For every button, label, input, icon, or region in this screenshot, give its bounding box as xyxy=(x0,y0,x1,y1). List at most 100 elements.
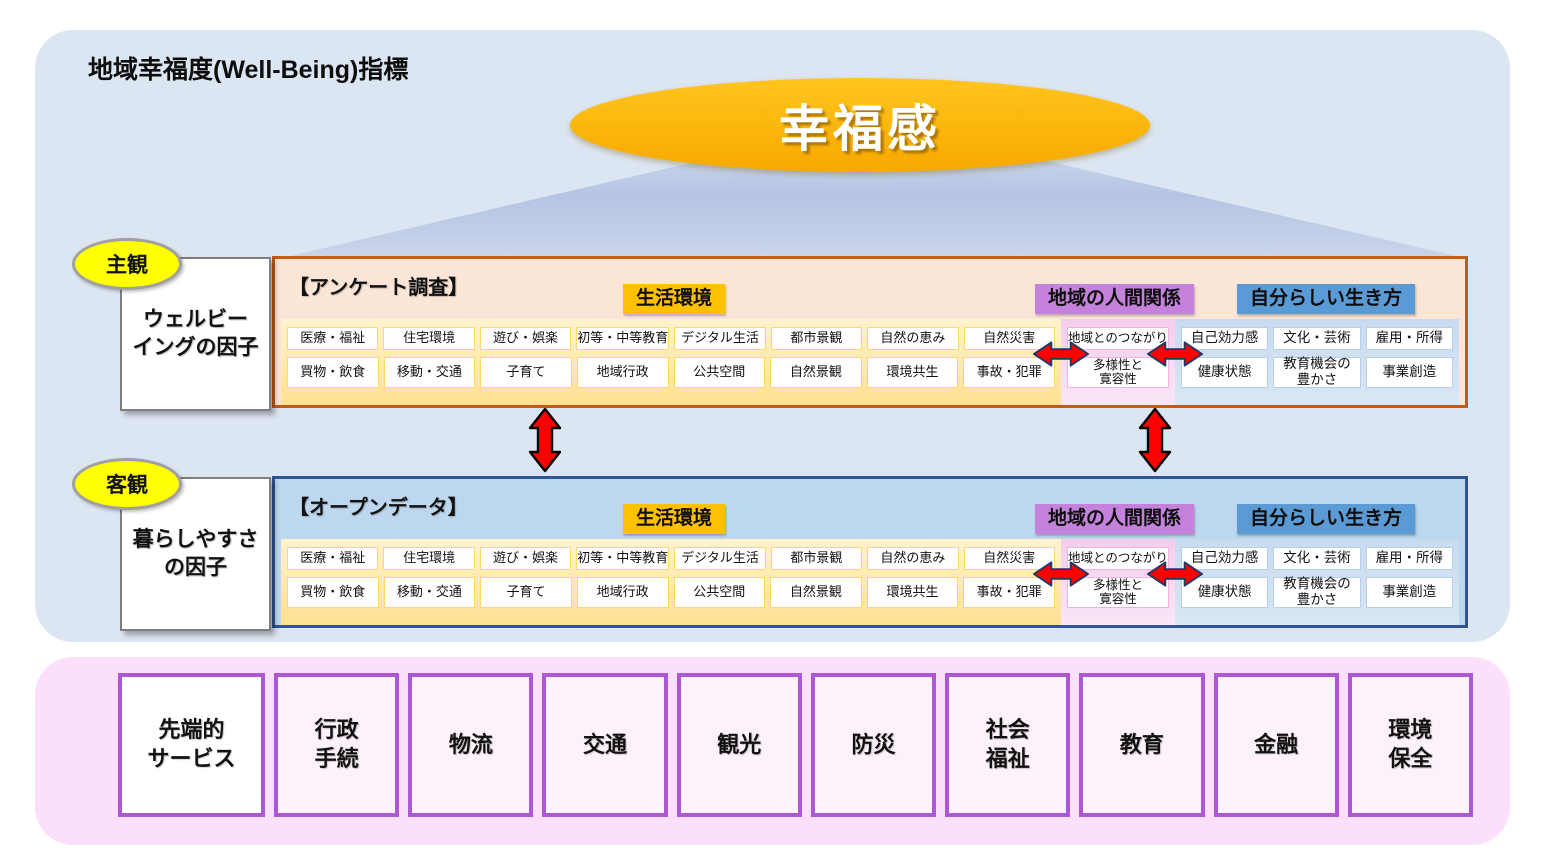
factor-chip-label: 買物・飲食 xyxy=(300,364,366,380)
factor-chip: 自己効力感 xyxy=(1181,327,1269,350)
service-box: 交通 xyxy=(542,673,668,817)
factor-chip-label: 自己効力感 xyxy=(1190,550,1259,566)
opendata-box: 【オープンデータ】 生活環境 地域の人間関係 自分らしい生き方 医療・福祉住宅環… xyxy=(272,476,1468,628)
opendata-factor-zones: 医療・福祉住宅環境遊び・娯楽初等・中等教育デジタル生活都市景観自然の恵み自然災害… xyxy=(281,539,1459,625)
factor-chip: 初等・中等教育 xyxy=(576,547,670,570)
life-zone: 医療・福祉住宅環境遊び・娯楽初等・中等教育デジタル生活都市景観自然の恵み自然災害… xyxy=(281,319,1061,405)
factor-chip: 事故・犯罪 xyxy=(963,357,1055,388)
chip-row: 多様性と寛容性 xyxy=(1067,357,1169,388)
factor-chip-label: 自然災害 xyxy=(983,550,1036,566)
factor-chip-label: 寛容性 xyxy=(1099,592,1137,606)
factor-chip: 地域とのつながり xyxy=(1067,327,1169,350)
services-panel: 先端的サービス行政手続物流交通観光防災社会福祉教育金融環境保全 xyxy=(35,657,1510,845)
factor-chip-label: 雇用・所得 xyxy=(1375,550,1444,566)
service-box: 教育 xyxy=(1079,673,1205,817)
factor-chip: 公共空間 xyxy=(673,577,766,608)
chip-row: 健康状態教育機会の豊かさ事業創造 xyxy=(1181,577,1453,608)
factor-chip-label: 医療・福祉 xyxy=(300,330,366,346)
survey-factor-zones: 医療・福祉住宅環境遊び・娯楽初等・中等教育デジタル生活都市景観自然の恵み自然災害… xyxy=(281,319,1459,405)
service-box: 先端的サービス xyxy=(118,673,265,817)
service-box-label: 物流 xyxy=(448,731,493,757)
factor-chip: 事故・犯罪 xyxy=(963,577,1055,608)
factor-chip: 自然景観 xyxy=(770,357,862,388)
service-box-label: 環境 xyxy=(1388,717,1433,743)
factor-label-line: の因子 xyxy=(164,554,227,582)
factor-chip: デジタル生活 xyxy=(674,547,766,570)
wellbeing-panel: 地域幸福度(Well-Being)指標 幸福感 主観 ウェルビーイングの因子 【… xyxy=(35,30,1510,642)
selfstyle-zone: 自己効力感 文化・芸術雇用・所得 健康状態 教育機会の豊かさ 事業創造 xyxy=(1175,319,1459,405)
factor-chip-label: 子育て xyxy=(506,584,546,600)
factor-chip: 遊び・娯楽 xyxy=(479,547,572,570)
services-row: 先端的サービス行政手続物流交通観光防災社会福祉教育金融環境保全 xyxy=(118,673,1473,817)
factor-chip: 事業創造 xyxy=(1365,577,1453,608)
service-box-label: 行政 xyxy=(314,717,359,743)
header-life-environment: 生活環境 xyxy=(623,504,726,534)
chip-row: 自己効力感 文化・芸術雇用・所得 xyxy=(1181,327,1453,350)
factor-chip-label: 文化・芸術 xyxy=(1283,330,1351,346)
opendata-box-label: 【オープンデータ】 xyxy=(289,497,468,519)
factor-label-line-label: ウェルビー xyxy=(143,307,248,331)
happiness-label: 幸福感 xyxy=(779,101,941,157)
factor-chip: 医療・福祉 xyxy=(287,547,379,570)
service-box-label: 先端的 xyxy=(158,717,225,743)
factor-chip-label: 豊かさ xyxy=(1296,372,1338,387)
factor-chip-label: 医療・福祉 xyxy=(300,550,366,566)
factor-chip: 地域行政 xyxy=(576,357,669,388)
service-box-label: 社会 xyxy=(985,717,1030,743)
header-own-lifestyle: 自分らしい生き方 xyxy=(1237,284,1416,314)
factor-chip-label: 教育機会の xyxy=(1283,576,1351,592)
header-life-environment: 生活環境 xyxy=(623,284,726,314)
chip-row: 健康状態 教育機会の豊かさ 事業創造 xyxy=(1181,357,1453,388)
factor-chip-label: 健康状態 xyxy=(1197,364,1252,380)
factor-chip-label: 初等・中等教育 xyxy=(577,550,669,566)
factor-chip-label: 教育機会の xyxy=(1283,356,1351,372)
service-box: 環境保全 xyxy=(1347,673,1473,817)
factor-chip-label: 移動・交通 xyxy=(396,364,462,380)
service-box-label: 金融 xyxy=(1254,731,1299,757)
factor-chip-label: 地域とのつながり xyxy=(1068,330,1168,345)
factor-chip-label: 健康状態 xyxy=(1197,584,1252,600)
service-box-label: 交通 xyxy=(583,731,628,757)
factor-chip: 自然の恵み xyxy=(867,547,959,570)
factor-label-line: イングの因子 xyxy=(133,334,259,362)
factor-chip-label: 自己効力感 xyxy=(1190,330,1259,346)
factor-chip-label: 自然の恵み xyxy=(880,550,946,566)
up-down-arrow-icon xyxy=(528,407,562,473)
factor-chip-label: 事故・犯罪 xyxy=(976,584,1042,600)
chip-row: 買物・飲食移動・交通子育て地域行政公共空間自然景観環境共生事故・犯罪 xyxy=(287,357,1055,388)
chip-row: 地域とのつながり xyxy=(1067,547,1169,570)
factor-chip: 事業創造 xyxy=(1365,357,1453,388)
factor-chip-label: 地域行政 xyxy=(596,364,649,380)
factor-chip-label: 豊かさ xyxy=(1296,592,1338,607)
factor-chip: 健康状態 xyxy=(1181,577,1269,608)
service-box-label: 保全 xyxy=(1388,746,1433,771)
factor-chip: 買物・飲食 xyxy=(287,357,379,388)
factor-chip-label: 自然景観 xyxy=(789,364,842,380)
factor-chip-label: 遊び・娯楽 xyxy=(493,550,559,566)
factor-chip: 地域行政 xyxy=(576,577,669,608)
factor-chip: 雇用・所得 xyxy=(1365,327,1453,350)
service-box-label: 福祉 xyxy=(985,746,1030,771)
factor-chip-label: 文化・芸術 xyxy=(1283,550,1351,566)
factor-chip-label: 初等・中等教育 xyxy=(577,330,669,346)
up-down-arrow-icon xyxy=(1138,407,1172,473)
service-box: 防災 xyxy=(810,673,937,817)
factor-chip: 多様性と寛容性 xyxy=(1067,577,1169,608)
factor-chip: 子育て xyxy=(480,357,572,388)
factor-chip: 教育機会の豊かさ xyxy=(1273,576,1361,608)
factor-chip: 文化・芸術 xyxy=(1273,327,1361,350)
chip-row: 自己効力感 文化・芸術 雇用・所得 xyxy=(1181,547,1453,570)
factor-chip-label: 買物・飲食 xyxy=(300,584,366,600)
factor-chip: 子育て xyxy=(480,577,572,608)
chip-row: 医療・福祉住宅環境遊び・娯楽初等・中等教育デジタル生活都市景観自然の恵み自然災害 xyxy=(287,327,1055,350)
relations-zone: 地域とのつながり 多様性と寛容性 xyxy=(1061,539,1175,625)
service-box-label: 手続 xyxy=(314,746,359,771)
factor-chip-label: 事業創造 xyxy=(1382,364,1437,380)
factor-chip: 移動・交通 xyxy=(383,357,476,388)
factor-chip-label: 事故・犯罪 xyxy=(976,364,1042,380)
factor-chip: 自己効力感 xyxy=(1181,547,1269,570)
factor-chip: 雇用・所得 xyxy=(1365,547,1453,570)
factor-chip: 多様性と寛容性 xyxy=(1067,357,1169,388)
factor-chip: 自然景観 xyxy=(770,577,862,608)
